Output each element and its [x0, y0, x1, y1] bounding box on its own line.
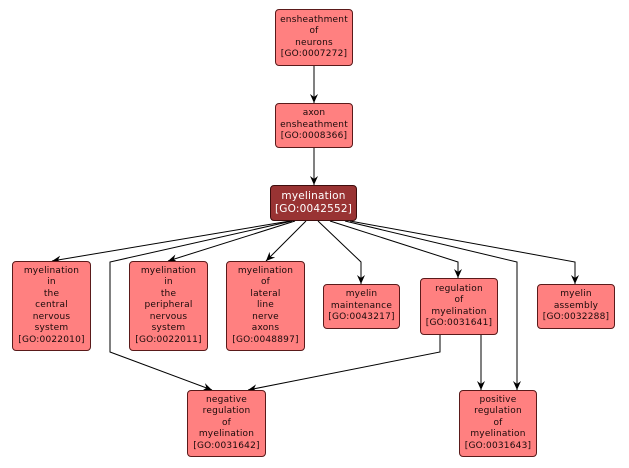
edge-n0042552-to-n0022010 — [51, 220, 291, 264]
go-term-label-line: in — [47, 277, 56, 288]
go-term-id: [GO:0007272] — [280, 49, 348, 59]
go-term-label-line: regulation — [435, 283, 483, 294]
edge-n0042552-to-n0032288 — [349, 220, 579, 284]
go-term-label-line: nervous — [32, 311, 71, 322]
go-term-label-line: system — [151, 323, 186, 334]
go-term-label-line: regulation — [202, 406, 251, 417]
go-term-id: [GO:0042552] — [274, 203, 353, 215]
go-term-id: [GO:0022011] — [135, 334, 202, 345]
go-term-id: [GO:0043217] — [328, 312, 395, 323]
go-term-label-line: myelination — [470, 429, 526, 440]
go-term-label-line: system — [34, 323, 69, 334]
go-term-label-line: myelin — [345, 289, 378, 300]
go-term-id: [GO:0031642] — [193, 440, 260, 451]
go-term-id: [GO:0048897] — [232, 334, 299, 345]
edge-n0042552-to-n0031641 — [329, 220, 462, 278]
go-term-label-line: maintenance — [330, 300, 393, 311]
go-term-label-line: positive — [479, 394, 517, 405]
go-term-label-line: assembly — [553, 300, 599, 311]
go-term-label-line: myelin — [560, 289, 592, 300]
go-term-label-line: line — [256, 300, 275, 311]
go-term-label-line: of — [260, 277, 271, 288]
go-term-id: [GO:0008366] — [280, 131, 348, 142]
go-term-label-line: nervous — [149, 311, 188, 322]
go-term-label-line: myelination — [281, 190, 346, 202]
go-node-myelination[interactable]: myelination[GO:0042552] — [270, 185, 357, 221]
edge-n0042552-to-n0031643 — [344, 220, 521, 390]
go-term-label-line: ensheathment — [280, 119, 348, 130]
go-term-label-line: myelination — [431, 306, 487, 317]
edge-n0042552-to-n0031642 — [109, 220, 293, 391]
go-term-label-line: regulation — [474, 406, 522, 417]
go-term-label-line: the — [43, 288, 60, 299]
go-term-id: [GO:0031643] — [464, 440, 532, 451]
go-term-label-line: the — [160, 288, 177, 299]
go-term-label-line: myelination — [140, 265, 197, 276]
go-term-label-line: of — [454, 295, 464, 305]
go-term-label-line: nerve — [252, 311, 279, 322]
edge-n0042552-to-n0043217 — [317, 220, 365, 284]
go-term-label-line: of — [493, 417, 503, 428]
go-term-label-line: myelination — [237, 265, 294, 276]
go-term-label-line: negative — [206, 394, 247, 405]
go-term-label-line: of — [221, 417, 232, 428]
edge-n0031641-to-n0031642 — [247, 335, 441, 393]
go-term-label-line: myelination — [23, 265, 80, 276]
go-term-label-line: ensheathment — [280, 14, 348, 25]
go-term-id: [GO:0031641] — [425, 318, 493, 328]
go-term-label-line: axon — [302, 108, 326, 119]
edge-n0042552-to-n0048897 — [265, 220, 307, 262]
go-term-id: [GO:0022010] — [18, 334, 85, 345]
edge-n0042552-to-n0022011 — [167, 220, 296, 263]
go-term-id: [GO:0032288] — [542, 312, 610, 323]
go-term-label-line: lateral — [250, 288, 281, 299]
go-term-label-line: axons — [251, 323, 280, 334]
go-term-label-line: myelination — [198, 429, 255, 440]
go-term-label-line: of — [309, 26, 319, 36]
go-term-label-line: peripheral — [144, 300, 193, 311]
go-term-label-line: neurons — [295, 37, 333, 48]
go-term-label-line: central — [35, 300, 68, 311]
go-term-label-line: in — [164, 277, 173, 288]
